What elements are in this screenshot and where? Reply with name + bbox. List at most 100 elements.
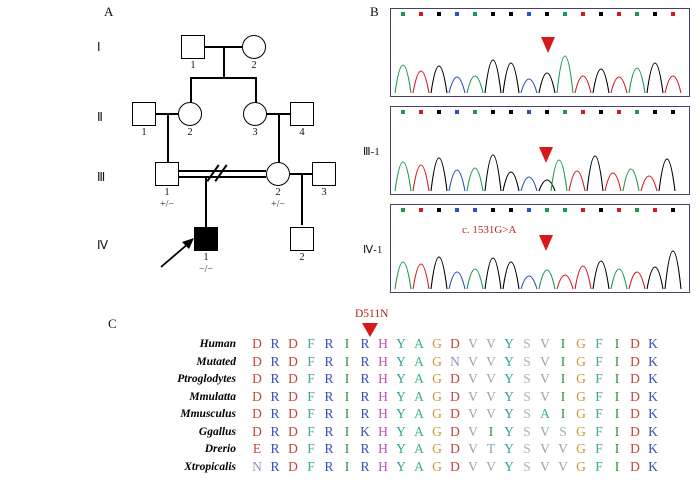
residue-Y: Y <box>396 441 406 456</box>
pedigree-chart: Ⅰ Ⅱ Ⅲ Ⅳ 1 2 1 2 3 4 1 +/− 2 +/− 3 1 −/− … <box>0 0 360 300</box>
residue-D: D <box>450 406 460 421</box>
residue-F: F <box>595 388 603 404</box>
residue-I: I <box>614 388 620 404</box>
residue-D: D <box>288 371 298 386</box>
residue-Y: Y <box>396 388 406 404</box>
residue-Y: Y <box>504 353 514 369</box>
residue-S: S <box>559 423 567 439</box>
residue-Y: Y <box>396 371 406 386</box>
residue-V: V <box>486 458 496 474</box>
individual-i-1-id: 1 <box>190 60 196 71</box>
residue-H: H <box>378 336 388 351</box>
residue-A: A <box>414 336 424 351</box>
residue-R: R <box>270 406 280 421</box>
residue-R: R <box>324 458 334 474</box>
residue-H: H <box>378 353 388 369</box>
alignment-species-label: Mutated <box>196 355 236 368</box>
residue-G: G <box>576 336 586 351</box>
residue-D: D <box>288 458 298 474</box>
residue-A: A <box>414 406 424 421</box>
residue-R: R <box>270 441 280 456</box>
individual-ii-4-id: 4 <box>299 127 305 138</box>
alignment-species-label: Drerio <box>204 443 236 455</box>
residue-I: I <box>344 353 350 369</box>
residue-D: D <box>450 458 460 474</box>
residue-D: D <box>288 441 298 456</box>
residue-K: K <box>648 423 658 439</box>
chromatogram-trace-2 <box>390 106 690 195</box>
residue-V: V <box>486 388 496 404</box>
residue-R: R <box>360 458 370 474</box>
residue-S: S <box>523 406 531 421</box>
chromatogram-peaks-3 <box>394 250 682 290</box>
residue-V: V <box>540 458 550 474</box>
residue-F: F <box>595 458 603 474</box>
individual-ii-3 <box>243 102 267 126</box>
chromatogram-trace-3 <box>390 204 690 293</box>
residue-R: R <box>270 353 280 369</box>
residue-R: R <box>324 423 334 439</box>
chromatogram-trace-1 <box>390 8 690 97</box>
residue-V: V <box>468 406 478 421</box>
residue-I: I <box>614 336 620 351</box>
residue-Y: Y <box>504 406 514 421</box>
chromatogram-svg-2 <box>394 110 676 192</box>
chromatogram-svg-1 <box>394 12 682 94</box>
residue-V: V <box>540 423 550 439</box>
individual-iv-1-id: 1 <box>203 252 209 263</box>
alignment-species-label: Ggallus <box>198 425 236 438</box>
individual-i-2 <box>242 35 266 59</box>
residue-I: I <box>614 406 620 421</box>
residue-F: F <box>595 406 603 421</box>
individual-i-1 <box>181 35 205 59</box>
residue-F: F <box>595 353 603 369</box>
individual-ii-3-id: 3 <box>252 127 258 138</box>
residue-I: I <box>488 423 494 439</box>
residue-G: G <box>576 406 586 421</box>
residue-A: A <box>414 441 424 456</box>
residue-K: K <box>360 423 370 439</box>
sib-drop-ii-2 <box>190 77 192 103</box>
residue-V: V <box>558 458 568 474</box>
residue-R: R <box>324 406 334 421</box>
residue-V: V <box>468 371 478 386</box>
residue-F: F <box>307 371 315 386</box>
residue-V: V <box>468 388 478 404</box>
residue-R: R <box>360 336 370 351</box>
alignment-species-label: Ptroglodytes <box>177 373 236 385</box>
residue-G: G <box>576 441 586 456</box>
residue-R: R <box>270 388 280 404</box>
residue-V: V <box>486 353 496 369</box>
residue-S: S <box>523 336 531 351</box>
residue-R: R <box>360 388 370 404</box>
individual-iii-2-genotype: +/− <box>270 199 286 210</box>
residue-V: V <box>558 441 568 456</box>
individual-iii-1-id: 1 <box>164 187 170 198</box>
residue-G: G <box>432 353 442 369</box>
individual-ii-4 <box>290 102 314 126</box>
residue-D: D <box>630 441 640 456</box>
residue-A: A <box>414 423 424 439</box>
residue-K: K <box>648 406 658 421</box>
residue-Y: Y <box>396 423 406 439</box>
residue-Y: Y <box>504 423 514 439</box>
mutation-arrow-icon-3 <box>539 235 553 251</box>
chromatogram-tag-iii-1: Ⅲ-1 <box>363 146 380 158</box>
residue-V: V <box>486 406 496 421</box>
proband-arrow-icon <box>160 238 194 268</box>
residue-H: H <box>378 423 388 439</box>
residue-V: V <box>540 441 550 456</box>
chromatogram-tag-iv-1: Ⅳ-1 <box>363 244 383 256</box>
individual-ii-1-id: 1 <box>141 127 147 138</box>
generation-label-ii: Ⅱ <box>97 110 103 124</box>
residue-D: D <box>288 336 298 351</box>
residue-Y: Y <box>504 336 514 351</box>
residue-D: D <box>252 353 262 369</box>
residue-D: D <box>630 353 640 369</box>
residue-V: V <box>468 353 478 369</box>
residue-I: I <box>344 336 350 351</box>
residue-E: E <box>252 441 262 456</box>
alignment-species-label: Mmusculus <box>180 408 236 420</box>
descent-line-iii-1 <box>167 113 169 163</box>
